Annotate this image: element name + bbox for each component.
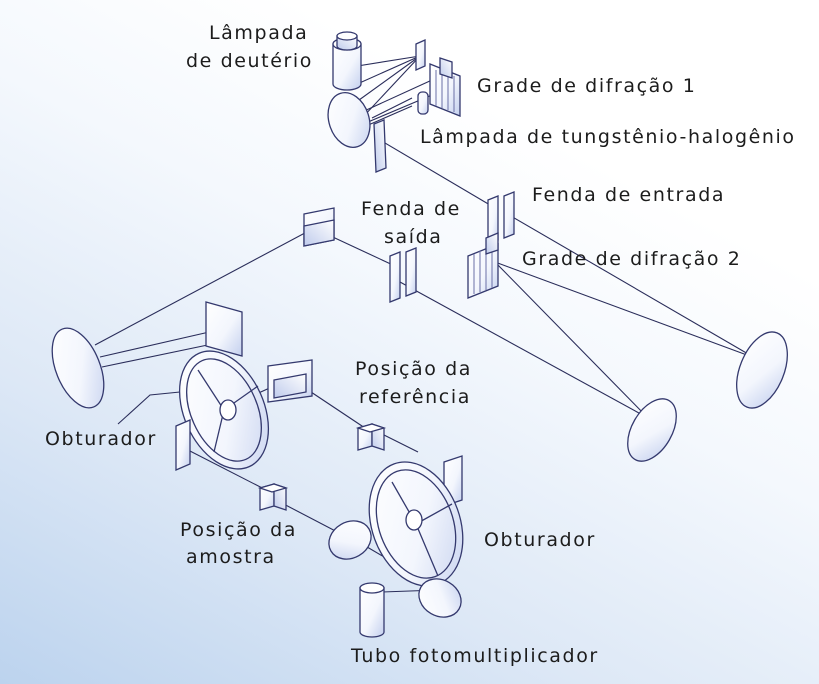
sample-mirror: [328, 520, 372, 560]
exit-slit: [389, 247, 417, 303]
collimating-mirror: [736, 331, 788, 409]
beam-splitter-mirror-shade: [273, 373, 307, 399]
photomultiplier-tube: [359, 582, 385, 638]
label-deuterium-lamp-line1: Lâmpada: [209, 22, 309, 44]
label-exit-slit-line1: Fenda de: [361, 198, 461, 220]
right-shutter-wheel: [368, 461, 464, 587]
deuterium-lamp: [332, 31, 362, 91]
folding-mirror-shade: [303, 219, 335, 247]
label-sample-position-line1: Posição da: [180, 519, 298, 541]
left-shutter-mirror: [175, 419, 191, 471]
label-reference-position-line2: referência: [359, 386, 471, 408]
label-tungsten-lamp: Lâmpada de tungstênio-halogênio: [420, 126, 796, 148]
camera-mirror: [627, 398, 677, 462]
shutter-mirror-upper: [205, 301, 243, 357]
light-rays: [94, 55, 756, 593]
left-mirror: [51, 327, 105, 409]
lamp-mirror: [327, 92, 371, 148]
label-shutter-right: Obturador: [484, 529, 596, 551]
label-grating-1: Grade de difração 1: [477, 75, 697, 97]
label-shutter-left: Obturador: [45, 428, 157, 450]
switch-mirror: [415, 38, 426, 72]
label-grating-2: Grade de difração 2: [522, 248, 742, 270]
label-sample-position-line2: amostra: [186, 546, 276, 568]
reference-cuvette: [355, 423, 387, 451]
sample-cuvette: [257, 483, 289, 511]
detector-mirror: [418, 578, 462, 618]
entrance-slit: [487, 191, 515, 245]
label-photomultiplier: Tubo fotomultiplicador: [351, 645, 599, 667]
label-entrance-slit: Fenda de entrada: [532, 184, 726, 206]
diffraction-grating-2: [467, 232, 499, 299]
left-shutter-wheel: [178, 350, 270, 470]
diffraction-grating-1: [429, 57, 461, 117]
label-reference-position-line1: Posição da: [355, 358, 473, 380]
label-deuterium-lamp-line2: de deutério: [186, 50, 314, 72]
tungsten-halogen-lamp: [373, 91, 429, 173]
label-exit-slit-line2: saída: [384, 226, 443, 248]
